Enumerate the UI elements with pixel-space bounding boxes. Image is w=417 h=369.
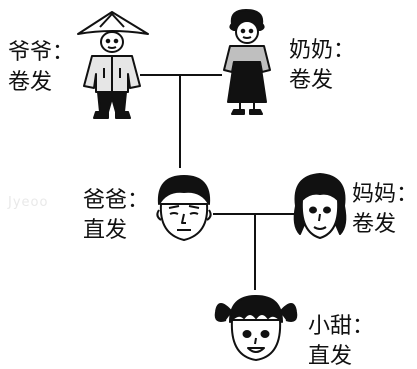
mother-label: 妈妈： 卷发 [352, 180, 417, 240]
father-trait: 直发 [83, 218, 128, 243]
father-label: 爸爸： 直发 [83, 186, 149, 246]
mother-name: 妈妈： [352, 182, 417, 207]
grandma-trait: 卷发 [289, 68, 334, 93]
father-name: 爸爸： [83, 188, 150, 213]
child-face [214, 295, 298, 361]
grandpa-figure [77, 11, 149, 119]
child-name: 小甜： [308, 314, 375, 339]
grandma-name: 奶奶： [289, 38, 356, 63]
father-face [156, 175, 212, 241]
grandma-figure [223, 9, 271, 115]
grandpa-label: 爷爷： 卷发 [8, 38, 74, 98]
mother-trait: 卷发 [352, 212, 397, 237]
grandma-label: 奶奶： 卷发 [289, 36, 355, 96]
child-trait: 直发 [308, 344, 353, 369]
mother-face [293, 173, 347, 239]
grandpa-trait: 卷发 [8, 70, 53, 95]
watermark: Jyeoo [8, 195, 49, 210]
child-label: 小甜： 直发 [308, 312, 374, 369]
grandpa-name: 爷爷： [8, 40, 75, 65]
